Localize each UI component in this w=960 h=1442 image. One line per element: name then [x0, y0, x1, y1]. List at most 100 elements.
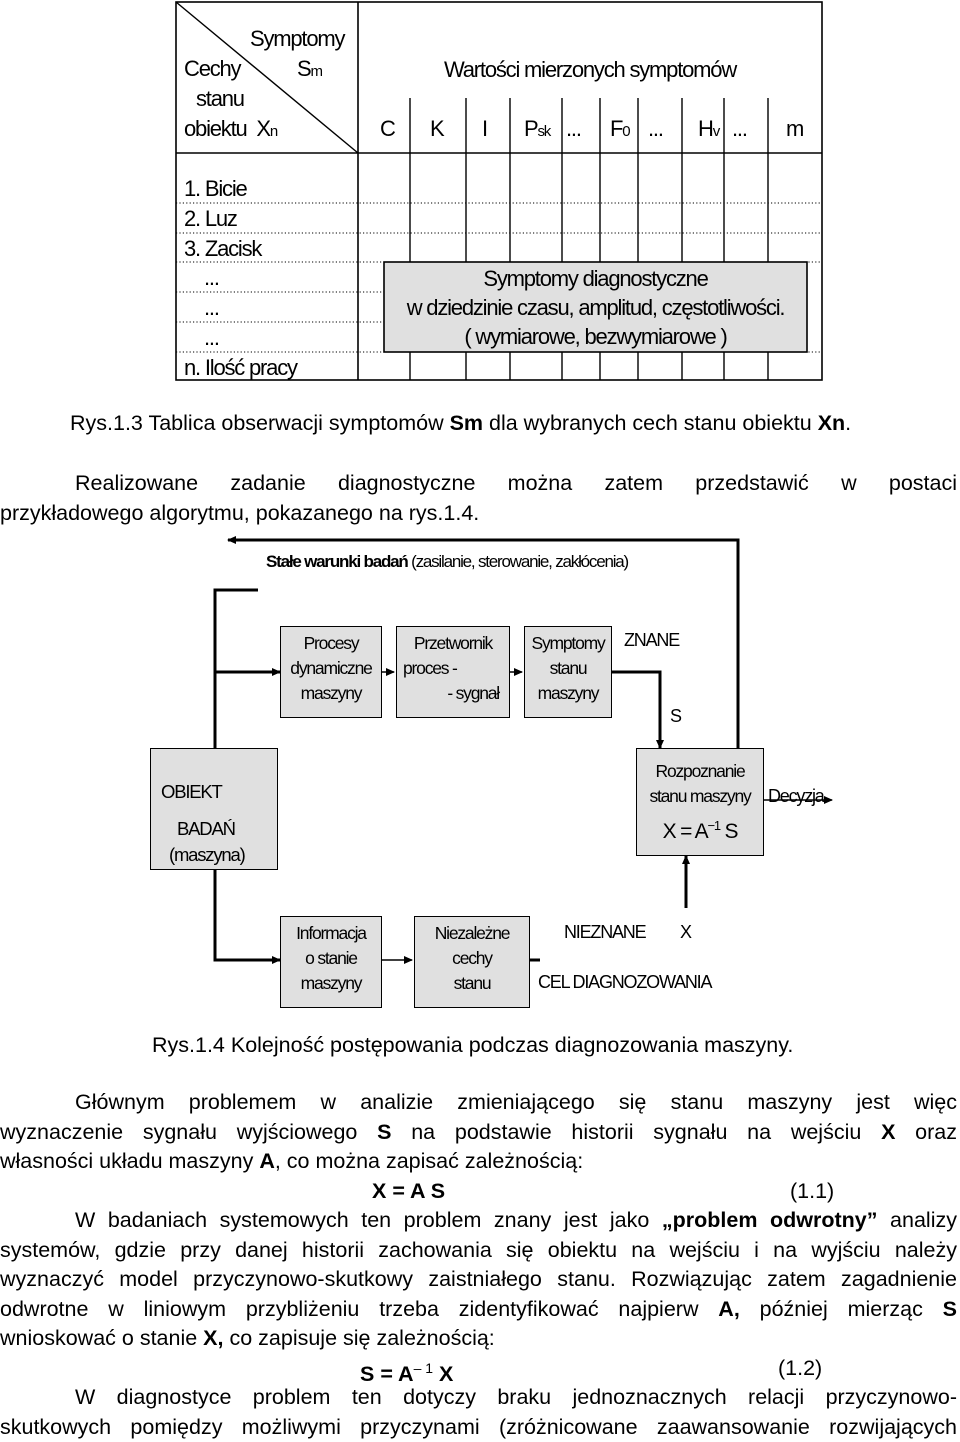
box-line: maszyny: [537, 683, 600, 703]
box-dynamic-processes: Procesy dynamiczne maszyny: [280, 626, 382, 718]
diagnosis-flow-diagram: Stałe warunki badań (zasilanie, sterowan…: [0, 530, 960, 1010]
paragraph-line: Realizowane zadanie diagnostyczne można …: [75, 471, 957, 495]
equation-text: X = A S: [372, 1178, 446, 1203]
equation-1-2: S = A– 1 X (1.2): [0, 1354, 957, 1386]
table-row: 1. Bicie: [184, 176, 248, 201]
object-line-1: OBIEKT: [161, 781, 223, 802]
box-independent-features: Niezależne cechy stanu: [414, 916, 530, 1008]
eq-lhs: S = A: [360, 1361, 414, 1386]
col-i: I: [482, 116, 488, 141]
table-header-values: Wartości mierzonych symptomów: [444, 57, 737, 82]
paragraph-intro: Realizowane zadanie diagnostyczne można …: [0, 469, 957, 528]
col-k: K: [430, 116, 445, 141]
box-line: stanu: [453, 973, 492, 993]
symptom-table: Symptomy Sm Cechy stanu obiektu Xn Warto…: [0, 0, 960, 400]
table-grid: [175, 1, 823, 381]
box-line: Niezależne: [434, 923, 511, 943]
table-header-sm: Sm: [297, 56, 323, 82]
box-state-recognition: Rozpoznanie stanu maszyny X = A−1 S: [636, 748, 764, 856]
col-m: m: [786, 116, 804, 141]
equation-number: (1.1): [790, 1178, 835, 1203]
box-line: Procesy: [303, 633, 360, 653]
col-c: C: [380, 116, 396, 141]
text-run: na podstawie historii sygnału na wejściu: [391, 1119, 882, 1144]
col-hv: Hv: [698, 116, 721, 142]
paragraph-line: Głównym problemem w analizie zmieniające…: [75, 1090, 957, 1114]
table-row: ...: [204, 265, 220, 290]
caption-sm: Sm: [449, 411, 484, 435]
diag-box-line: ( wymiarowe, bezwymiarowe ): [464, 324, 727, 349]
text-bold: „problem odwrotny”: [661, 1208, 878, 1232]
col-dots-3: ...: [732, 116, 748, 141]
formula-inverse: X = A−1 S: [637, 813, 763, 844]
box-line: cechy: [452, 948, 493, 968]
paragraph-line: W diagnostyce problem ten dotyczy braku …: [75, 1385, 957, 1409]
object-prefix: obiektu: [184, 116, 248, 141]
col-psk: Psk: [524, 116, 551, 142]
text-run: W badaniach systemowych ten problem znan…: [75, 1208, 662, 1232]
eq-rhs: X: [439, 1361, 454, 1386]
table-row: 2. Luz: [184, 206, 238, 231]
s-label: S: [670, 706, 682, 726]
paragraph-line: przykładowego algorytmu, pokazanego na r…: [0, 500, 480, 525]
text-run: wyznaczenie sygnału wyjściowego: [0, 1119, 378, 1144]
text-run: co zapisuje się zależnością:: [223, 1326, 495, 1350]
box-test-object: OBIEKT BADAŃ (maszyna): [150, 748, 278, 870]
figure-caption-1-4: Rys.1.4 Kolejność postępowania podczas d…: [152, 1033, 794, 1057]
symbol-a: A,: [718, 1296, 740, 1321]
caption-end: .: [845, 411, 852, 435]
text-run: wnioskować o stanie: [0, 1326, 204, 1350]
table-row: n. Ilość pracy: [184, 355, 298, 380]
caption-xn: Xn: [817, 411, 846, 435]
goal-label: CEL DIAGNOZOWANIA: [538, 972, 712, 992]
diag-box-line: Symptomy diagnostyczne: [483, 266, 708, 291]
xn-base: X: [256, 116, 271, 141]
conditions-label: Stałe warunki badań (zasilanie, sterowan…: [266, 552, 629, 572]
box-machine-symptoms: Symptomy stanu maszyny: [524, 626, 612, 718]
symbol-x: X: [881, 1119, 896, 1144]
text-run: oraz: [895, 1119, 957, 1144]
sm-sub: m: [310, 63, 323, 80]
formula-rhs: S: [724, 820, 739, 843]
table-row: ...: [204, 325, 220, 350]
table-header-state: stanu: [196, 86, 245, 111]
equation-text: S = A– 1 X: [360, 1354, 453, 1390]
paragraph-line: wyznaczenie sygnału wyjściowego S na pod…: [0, 1118, 957, 1148]
psk-base: P: [524, 116, 539, 141]
object-line-3: (maszyna): [169, 844, 246, 865]
f0-sub: 0: [622, 123, 630, 140]
box-line: dynamiczne: [290, 658, 373, 678]
diagram-lines: [213, 536, 833, 964]
paragraph-line: skutkowych pomiędzy możliwymi przyczynam…: [0, 1414, 957, 1439]
col-dots-2: ...: [648, 116, 664, 141]
equation-number: (1.2): [778, 1355, 823, 1380]
decision-label: Decyzja: [768, 786, 825, 806]
text-run: później mierząc: [739, 1296, 943, 1321]
box-line: Symptomy: [531, 633, 605, 653]
unknown-label: NIEZNANE: [564, 922, 647, 942]
table-row: ...: [204, 295, 220, 320]
paragraph-line: odwrotne w liniowym przybliżeniu trzeba …: [0, 1295, 957, 1325]
conditions-bold: Stałe warunki badań: [266, 552, 409, 571]
x-label: X: [680, 922, 692, 942]
object-line-2: BADAŃ: [177, 818, 236, 839]
symbol-x: X,: [203, 1326, 224, 1350]
box-line: maszyny: [300, 973, 363, 993]
f0-base: F: [610, 116, 623, 141]
hv-sub: v: [712, 123, 721, 140]
box-line: proces -: [403, 658, 458, 678]
table-header-symptoms: Symptomy: [250, 26, 346, 51]
formula-lhs: X = A: [662, 820, 709, 843]
figure-caption-1-3: Rys.1.3 Tablica obserwacji symptomów Sm …: [70, 411, 851, 436]
conditions-rest: (zasilanie, sterowanie, zakłócenia): [407, 552, 629, 571]
box-line: Informacja: [296, 923, 367, 943]
table-header-object: obiektu Xn: [184, 116, 278, 142]
text-run: analizy: [877, 1208, 957, 1232]
caption-mid: dla wybranych cech stanu obiektu: [483, 411, 818, 435]
text-run: , co można zapisać zależnością:: [274, 1149, 584, 1173]
diag-box-line: w dziedzinie czasu, amplitud, częstotliw…: [406, 295, 786, 320]
box-line: Rozpoznanie: [655, 761, 746, 781]
box-line: - sygnał: [447, 683, 500, 703]
psk-sub: sk: [537, 123, 551, 140]
text-run: odwrotne w liniowym przybliżeniu trzeba …: [0, 1296, 719, 1321]
